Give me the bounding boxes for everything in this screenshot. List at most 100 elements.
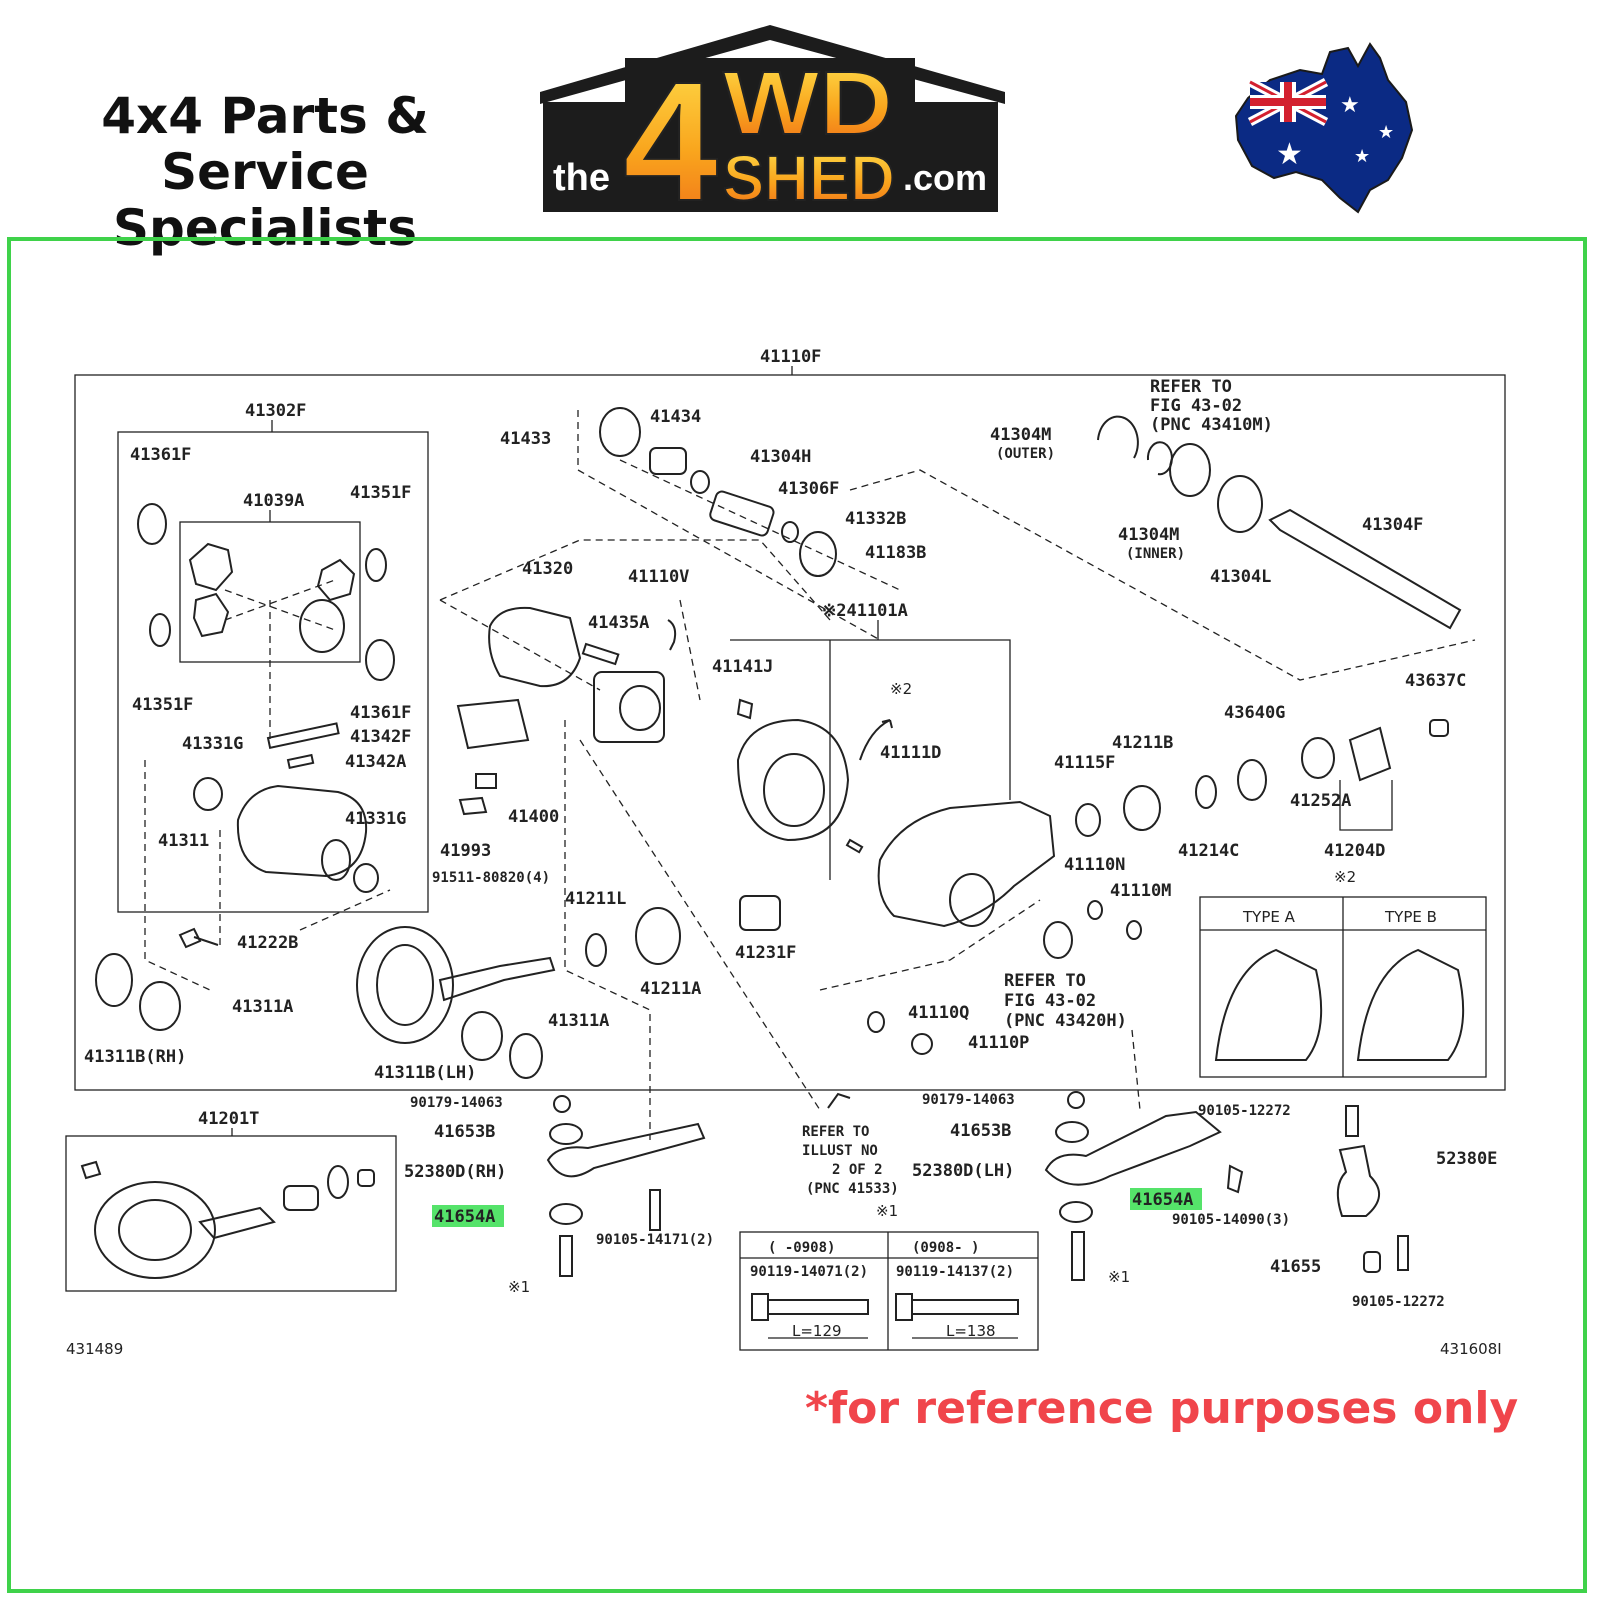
tagline-line1: 4x4 Parts & Service	[101, 87, 429, 201]
label-outer: (OUTER)	[996, 446, 1055, 462]
bearing-part	[461, 1011, 503, 1061]
side-gear-part	[299, 599, 345, 653]
shim-part	[585, 933, 607, 967]
bolt-shank-part	[911, 1299, 1019, 1315]
pinion-shaft-part	[198, 1206, 276, 1240]
label-41653B-left: 41653B	[434, 1122, 495, 1142]
actuator-motor-part	[456, 698, 530, 750]
mount-arm-lh-part	[1044, 1110, 1222, 1186]
bearing-part	[799, 531, 837, 577]
pin-part	[286, 753, 315, 770]
ring-gear-part	[356, 926, 454, 1044]
cushion-part	[1363, 1251, 1381, 1273]
snap-ring-part	[781, 521, 799, 543]
the4wdshed-logo[interactable]: the 4 WD SHED .com	[535, 22, 1015, 222]
label-41304F: 41304F	[1362, 515, 1423, 535]
actuator-bore-part	[619, 685, 661, 731]
carrier-housing-bore-part	[949, 873, 995, 927]
ring-gear-inner-part	[376, 944, 434, 1026]
mount-arm-rh-part	[546, 1122, 706, 1178]
label-41654A-right[interactable]: 41654A	[1132, 1190, 1193, 1210]
label-41110V: 41110V	[628, 567, 689, 587]
thrust-washer-part	[365, 548, 387, 582]
label-41342F: 41342F	[350, 727, 411, 747]
label-41351F-top: 41351F	[350, 483, 411, 503]
label-41311A-mid: 41311A	[548, 1011, 609, 1031]
diff-subassembly-box	[117, 431, 429, 913]
thrust-washer-part	[149, 613, 171, 647]
label-41211A: 41211A	[640, 979, 701, 999]
label-41306F: 41306F	[778, 479, 839, 499]
label-41311: 41311	[158, 831, 209, 851]
plug-part	[1126, 920, 1142, 940]
label-41311B-RH: 41311B(RH)	[84, 1047, 186, 1067]
arrow-part	[827, 1092, 851, 1109]
label-41331G-a: 41331G	[182, 734, 243, 754]
label-41101A: ※241101A	[822, 601, 908, 621]
actuator-housing-part	[593, 671, 665, 743]
label-refer-top-1: REFER TO	[1150, 377, 1232, 397]
pinion-gear-part	[316, 558, 356, 602]
plug-part	[911, 1033, 933, 1055]
cushion-part	[549, 1203, 583, 1225]
gasket-part	[867, 1011, 885, 1033]
ring-gear-inner-part	[118, 1199, 192, 1261]
bearing-part	[649, 447, 687, 475]
label-plate-part	[458, 796, 488, 816]
bolt-part	[649, 1189, 661, 1231]
tagline: 4x4 Parts & Service Specialists	[20, 88, 510, 256]
shim-part	[95, 953, 133, 1007]
label-41361F-bot: 41361F	[350, 703, 411, 723]
ring-pinion-set-box	[65, 1135, 397, 1292]
washer-part	[1195, 775, 1217, 809]
oil-seal-part	[1075, 803, 1101, 837]
ring-gear-part	[94, 1181, 216, 1279]
bearing-part	[353, 863, 379, 893]
oil-seal-part	[1237, 759, 1267, 801]
label-41434: 41434	[650, 407, 701, 427]
pinion-shaft-part	[266, 722, 340, 749]
label-mark2: ※2	[890, 680, 912, 698]
carrier-housing-part	[877, 800, 1056, 928]
label-41400: 41400	[508, 807, 559, 827]
tagline-line2: Specialists	[113, 199, 417, 257]
label-refer-mid-1: REFER TO	[1004, 971, 1086, 991]
label-90105-14171: 90105-14171(2)	[596, 1232, 714, 1248]
label-mark1-left: ※1	[508, 1278, 530, 1296]
label-91511-80820: 91511-80820(4)	[432, 870, 550, 886]
label-length-left: L=129	[792, 1322, 842, 1340]
cushion-part	[1055, 1121, 1089, 1143]
label-41252A: 41252A	[1290, 791, 1351, 811]
label-41332B: 41332B	[845, 509, 906, 529]
thrust-washer-part	[137, 503, 167, 545]
label-41201T: 41201T	[198, 1109, 259, 1129]
label-90105-12272-top: 90105-12272	[1198, 1103, 1291, 1119]
label-52380D-RH: 52380D(RH)	[404, 1162, 506, 1182]
arrow-part	[859, 719, 893, 761]
label-41304H: 41304H	[750, 447, 811, 467]
label-range-right: (0908- )	[912, 1240, 979, 1256]
pin-part	[845, 838, 864, 854]
label-length-right: L=138	[946, 1322, 996, 1340]
bolt-shank-part	[767, 1299, 869, 1315]
cushion-part	[1059, 1201, 1093, 1223]
pinion-gear-part	[192, 592, 230, 638]
label-refer-mid-2: FIG 43-02	[1004, 991, 1096, 1011]
label-41304M-inner: 41304M	[1118, 525, 1179, 545]
bolt-part	[178, 927, 219, 949]
label-52380E: 52380E	[1436, 1149, 1497, 1169]
spacer-part	[357, 1169, 375, 1187]
main-assembly-box	[74, 374, 1506, 1091]
label-bolt-right: 90119-14137(2)	[896, 1264, 1014, 1280]
label-type-a: TYPE A	[1242, 908, 1296, 926]
label-inner: (INNER)	[1126, 546, 1185, 562]
label-41654A-left[interactable]: 41654A	[434, 1207, 495, 1227]
bolt-part	[1397, 1235, 1409, 1271]
label-41183B: 41183B	[865, 543, 926, 563]
bracket-52380E-part	[1336, 1144, 1380, 1217]
label-43640G: 43640G	[1224, 703, 1285, 723]
bolt-part	[1071, 1231, 1085, 1281]
diagram-frame	[7, 237, 1587, 1593]
label-41433: 41433	[500, 429, 551, 449]
label-90105-12272-bot: 90105-12272	[1352, 1294, 1445, 1310]
